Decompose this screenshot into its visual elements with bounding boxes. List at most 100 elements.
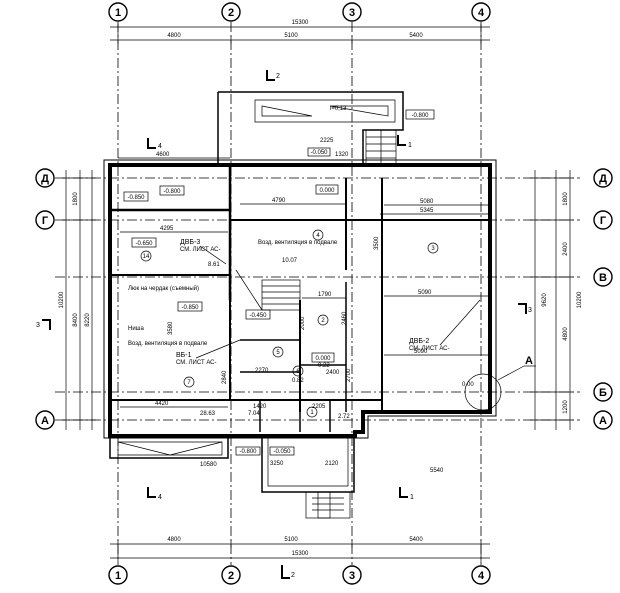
elev-bottom-left: -0.800 [239, 449, 257, 455]
dim-4600: 4600 [156, 152, 170, 158]
dim-5345: 5345 [420, 208, 434, 214]
axis-label-d-right: Д [599, 173, 607, 185]
axis-label-4-bottom: 4 [478, 570, 485, 582]
room-1: 1 [310, 410, 314, 416]
dim-2400: 2400 [326, 370, 340, 376]
dim-bottom-span-3: 5400 [409, 537, 423, 543]
dim-left-8220: 8220 [85, 313, 91, 327]
top-terrace: i=0,13 -0.800 -0.050 2225 1320 [217, 91, 435, 166]
dim-3250: 3250 [270, 461, 284, 467]
elev-room14: -0.650 [135, 241, 153, 247]
elev-top-step: -0.800 [411, 113, 429, 119]
dim-2840: 2840 [222, 370, 228, 384]
area-n4: 7.04 [248, 411, 260, 417]
room-7: 7 [187, 380, 191, 386]
section-1-top: 1 [408, 142, 412, 149]
dim-right-1800: 1800 [563, 192, 569, 206]
room-3: 3 [431, 246, 435, 252]
dimension-top: 15300 4800 5100 5400 [110, 20, 490, 44]
stair-bottom [305, 491, 351, 519]
dim-2205: 2205 [312, 404, 326, 410]
axis-label-b-right: Б [599, 387, 607, 399]
elev-center-3: 0.000 [315, 356, 331, 362]
elev-left-stair: -0.850 [181, 305, 199, 311]
axis-label-4-top: 4 [478, 7, 485, 19]
section-3-left: 3 [36, 322, 40, 329]
axis-label-3-top: 3 [349, 7, 355, 19]
dim-2700: 2700 [346, 368, 352, 382]
dim-1420: 1420 [253, 404, 267, 410]
axis-label-a-right: А [599, 415, 607, 427]
axis-bubbles-right: Д Г В Б А [593, 168, 613, 430]
dim-top-span-1: 4800 [167, 33, 181, 39]
dim-4790: 4790 [272, 198, 286, 204]
dim-bottom-span-1: 4800 [167, 537, 181, 543]
dim-bottom-span-2: 5100 [284, 537, 298, 543]
area-n1: 0.22 [318, 363, 330, 369]
note-hatch: Люк на чердак (съемный) [128, 285, 199, 292]
area-n3: 28.63 [200, 411, 216, 417]
section-4-top: 4 [158, 143, 162, 150]
dim-5090b: 5090 [414, 349, 428, 355]
dim-2270: 2270 [255, 368, 269, 374]
dim-4295: 4295 [160, 226, 174, 232]
dim-4420: 4420 [155, 401, 169, 407]
ref-dvb3: СМ. ЛИСТ АС- [180, 247, 221, 253]
dim-left-8400: 8400 [73, 313, 79, 327]
room-6: 6 [296, 369, 300, 375]
bottom-annex: 10580 -0.800 -0.050 3250 2120 5540 [109, 436, 444, 519]
note-vent-1: Возд. вентиляция в подвале [258, 240, 338, 246]
elev-upper-left: -0.850 [127, 195, 145, 201]
dim-5080: 5080 [420, 199, 434, 205]
dim-right-1200: 1200 [563, 400, 569, 414]
stair-top [365, 129, 397, 166]
axis-label-v-right: В [599, 272, 607, 284]
section-2-bottom: 2 [291, 572, 295, 579]
ref-dvb2: СМ. ЛИСТ АС- [409, 346, 450, 352]
room-4: 4 [316, 233, 320, 239]
axis-label-d-left: Д [41, 173, 49, 185]
dim-top-total: 15300 [292, 20, 309, 26]
section-1-bottom: 1 [410, 494, 414, 501]
dim-5540: 5540 [430, 468, 444, 474]
dim-5090: 5090 [418, 290, 432, 296]
dim-left-1800: 1800 [73, 192, 79, 206]
elev-center-1: 0.000 [319, 188, 335, 194]
room-labels: 14 4 3 7 5 2 1 6 [140, 229, 439, 418]
interior-walls [110, 165, 490, 432]
dim-right-total: 10200 [577, 291, 583, 308]
area-4: 10.07 [282, 258, 298, 264]
dim-top-span-3: 5400 [409, 33, 423, 39]
dim-bottom-total: 15300 [292, 551, 309, 557]
dim-2225: 2225 [320, 138, 334, 144]
elev-porch: -0.050 [310, 150, 328, 156]
label-vb1: ВБ-1 [176, 352, 192, 359]
section-marks: 2 2 4 4 1 1 3 3 [36, 70, 532, 579]
dim-2120: 2120 [325, 461, 339, 467]
axis-label-3-bottom: 3 [349, 570, 355, 582]
inner-dimensions: 4295 4790 5090 5080 5345 5090 4420 2270 … [118, 152, 490, 410]
axis-label-1-top: 1 [115, 7, 121, 19]
note-vent-2: Возд. вентиляция в подвале [128, 341, 208, 347]
grid-axes [55, 22, 580, 565]
section-2-top: 2 [276, 73, 280, 80]
dimension-right: 1800 2400 4800 1200 10200 9620 [530, 170, 583, 430]
dim-top-span-2: 5100 [284, 33, 298, 39]
room-14: 14 [143, 254, 150, 260]
axis-label-1-bottom: 1 [115, 570, 121, 582]
section-4-bottom: 4 [158, 494, 162, 501]
dim-left-total: 10200 [59, 291, 65, 308]
dim-right-4800: 4800 [563, 327, 569, 341]
dim-right-2400: 2400 [563, 242, 569, 256]
axis-label-2-top: 2 [228, 7, 234, 19]
room-5: 5 [276, 350, 280, 356]
axis-label-g-left: Г [42, 215, 49, 227]
elev-center-2: -0.450 [249, 313, 267, 319]
dim-2000: 2000 [300, 316, 306, 330]
elevation-marks: -0.850 -0.800 -0.650 0.000 -0.450 0.000 … [123, 184, 474, 388]
ref-vb1: СМ. ЛИСТ АС- [176, 360, 217, 366]
dimension-left: 10200 8400 1800 8220 [59, 170, 96, 430]
dim-right-9620: 9620 [542, 293, 548, 307]
axis-label-g-right: Г [600, 215, 607, 227]
